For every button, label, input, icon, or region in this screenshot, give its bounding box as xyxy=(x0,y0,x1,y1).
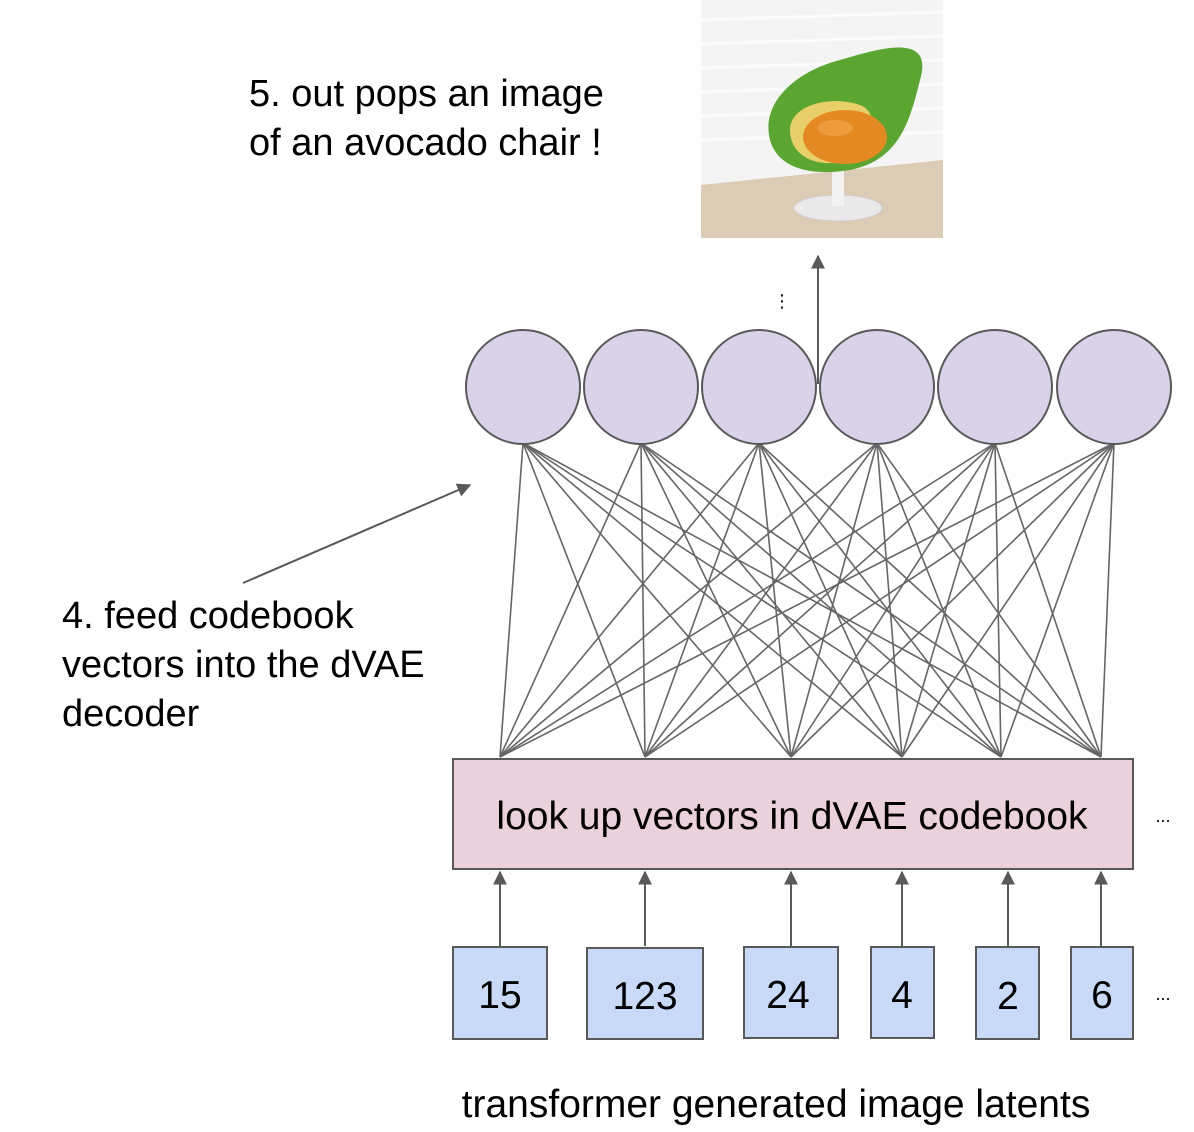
connection-line xyxy=(644,442,1115,758)
connection-line xyxy=(644,442,878,758)
connection-line xyxy=(758,442,792,758)
connection-line xyxy=(522,442,792,758)
decoder-node xyxy=(1056,329,1172,445)
connection-line xyxy=(1000,442,1115,758)
codebook-label: look up vectors in dVAE codebook xyxy=(496,795,1088,838)
avocado-chair-image xyxy=(700,0,944,238)
connection-line xyxy=(790,442,996,758)
step5-annotation: 5. out pops an image of an avocado chair… xyxy=(249,73,604,164)
token-value: 2 xyxy=(997,975,1019,1018)
connection-line xyxy=(876,442,1102,758)
connection-line xyxy=(1100,442,1115,758)
connection-line xyxy=(790,442,1115,758)
vertical-ellipsis: ⋮ xyxy=(773,291,791,312)
step4-pointer-arrow xyxy=(242,483,472,584)
connection-line xyxy=(901,442,996,758)
connection-line xyxy=(790,442,878,758)
connection-line xyxy=(994,442,1002,758)
connection-line xyxy=(522,442,903,758)
decoder-node xyxy=(937,329,1053,445)
connection-line xyxy=(640,442,646,758)
connection-line xyxy=(499,442,642,758)
connection-line xyxy=(499,442,524,758)
decoder-node xyxy=(465,329,581,445)
connection-line xyxy=(522,442,1002,758)
connection-line xyxy=(901,442,1115,758)
token-value: 6 xyxy=(1091,974,1113,1017)
connection-line xyxy=(499,442,760,758)
connection-line xyxy=(522,442,1102,758)
codebook-row-ellipsis: ... xyxy=(1155,806,1170,826)
token-value: 4 xyxy=(891,974,913,1017)
token-box xyxy=(870,946,935,1039)
step4-annotation: 4. feed codebook vectors into the dVAE d… xyxy=(62,595,425,735)
token-box xyxy=(586,947,704,1040)
connection-line xyxy=(640,442,792,758)
token-box xyxy=(1070,946,1134,1040)
connection-line xyxy=(522,442,646,758)
connection-line xyxy=(644,442,760,758)
connection-line xyxy=(640,442,903,758)
connection-line xyxy=(758,442,1102,758)
codebook-lookup-box xyxy=(452,758,1134,870)
token-box xyxy=(743,946,839,1039)
connection-line xyxy=(876,442,903,758)
connection-line xyxy=(644,442,996,758)
token-value: 123 xyxy=(612,975,677,1018)
decoder-node xyxy=(583,329,699,445)
connection-line xyxy=(758,442,903,758)
decoder-connections xyxy=(499,442,1115,758)
connection-line xyxy=(499,442,878,758)
token-value: 24 xyxy=(766,974,809,1017)
connection-line xyxy=(499,442,996,758)
connection-line xyxy=(499,442,1115,758)
decoder-node xyxy=(819,329,935,445)
connection-line xyxy=(876,442,1002,758)
token-row-ellipsis: ... xyxy=(1155,984,1170,1004)
bottom-caption: transformer generated image latents xyxy=(462,1083,1091,1126)
connection-line xyxy=(994,442,1102,758)
token-row: 15 123 24 4 2 6 xyxy=(452,946,1134,1040)
token-value: 15 xyxy=(478,974,521,1017)
decoder-layer xyxy=(465,329,1172,445)
token-box xyxy=(452,946,548,1040)
connection-line xyxy=(640,442,1102,758)
token-box xyxy=(975,946,1040,1040)
decoder-node xyxy=(701,329,817,445)
token-arrows xyxy=(493,870,1108,946)
